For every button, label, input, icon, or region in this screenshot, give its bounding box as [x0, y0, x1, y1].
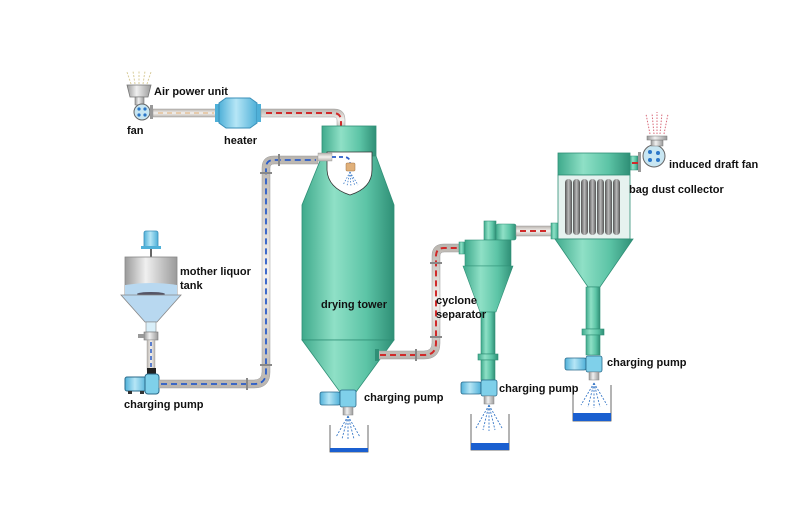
collector-charging-pump: [564, 355, 612, 422]
label-mother-liquor-tank-2: tank: [180, 280, 204, 292]
atomizer-icon: [345, 162, 356, 172]
label-charging-pump-cyclone: charging pump: [499, 383, 579, 395]
label-air-power-unit: Air power unit: [154, 86, 228, 98]
filter-bags: [565, 179, 620, 235]
agitator-motor-icon: [143, 230, 159, 249]
drying-tower: [301, 125, 395, 393]
label-fan: fan: [127, 125, 144, 137]
tower-charging-pump: [319, 389, 369, 453]
feed-charging-pump: [124, 368, 160, 395]
bag-dust-collector: [554, 152, 634, 356]
label-charging-pump-collector: charging pump: [607, 357, 687, 369]
air-pipe-cyclone-collector: [515, 222, 560, 240]
tower-window: [326, 151, 373, 196]
fan-icon: [642, 144, 666, 168]
label-charging-pump-tower: charging pump: [364, 392, 444, 404]
collection-bin: [329, 425, 369, 453]
air-pipe-fan-heater: [152, 108, 218, 118]
label-heater: heater: [224, 135, 258, 147]
label-cyclone-2: separator: [436, 309, 487, 321]
cyclone-charging-pump: [460, 379, 510, 451]
label-mother-liquor-tank-1: mother liquor: [180, 266, 252, 278]
label-charging-pump-feed: charging pump: [124, 399, 204, 411]
air-power-unit: [126, 70, 153, 121]
label-cyclone-1: cyclone: [436, 295, 477, 307]
liquid-feed-pipe: [158, 154, 319, 390]
fan-icon: [133, 103, 151, 121]
label-bag-dust-collector: bag dust collector: [629, 184, 724, 196]
mother-liquor-tank: [120, 230, 182, 371]
exhaust-lines-icon: [645, 112, 669, 135]
valve-icon: [143, 331, 159, 341]
label-drying-tower: drying tower: [321, 299, 388, 311]
cyclone-separator: [458, 220, 517, 381]
label-induced-draft-fan: induced draft fan: [669, 159, 759, 171]
heater: [215, 97, 261, 129]
induced-draft-fan: [629, 112, 669, 172]
air-intake-lines-icon: [126, 70, 152, 85]
